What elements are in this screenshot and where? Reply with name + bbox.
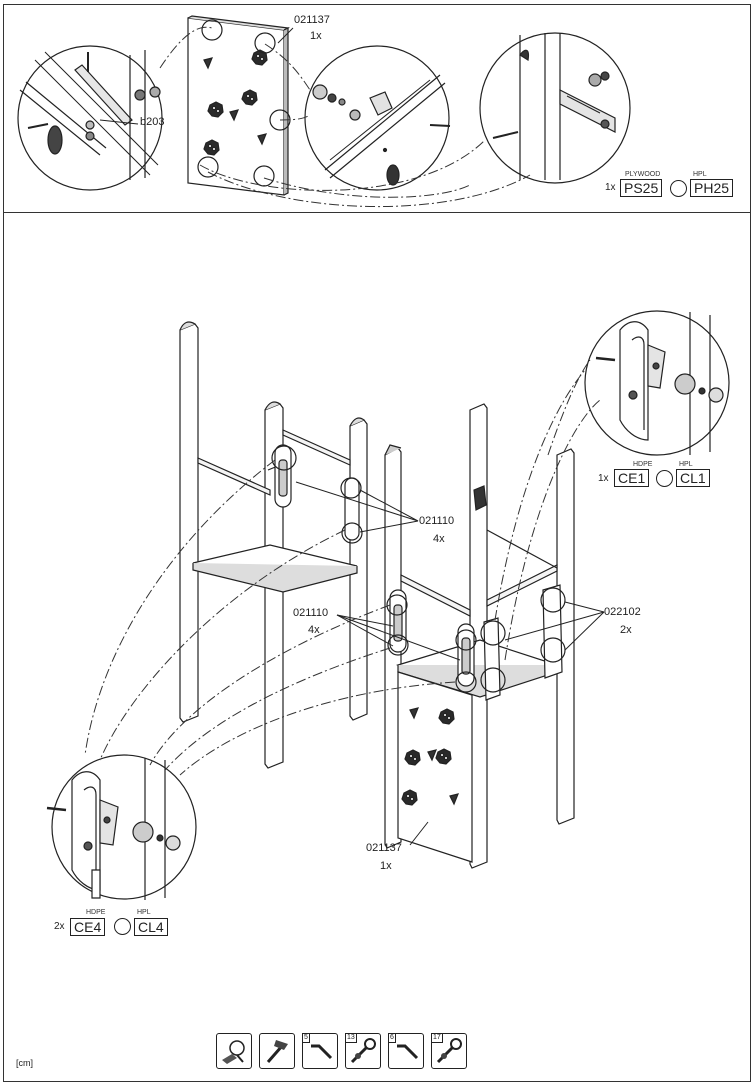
callout-021110-upper-code: 021110 [419, 515, 455, 527]
callout-021137-main-qty: 1x [380, 860, 392, 872]
material-code-cl1: CL1 [676, 469, 710, 487]
page-frame [3, 4, 751, 1082]
callout-021110-upper-qty: 4x [433, 533, 445, 545]
climbing-panel-top [187, 15, 291, 196]
tool-size-6: 6 [388, 1033, 396, 1043]
leader-b203 [99, 119, 139, 125]
material-choice-circle-left [114, 918, 131, 935]
callout-leaders [295, 481, 605, 846]
material-code-ce1: CE1 [614, 469, 650, 487]
tool-size-5: 5 [302, 1033, 310, 1043]
connector-lines-main [84, 359, 601, 776]
bolt-label-b203: b203 [140, 116, 165, 128]
part-label-021137-top: 021137 [294, 14, 330, 26]
socket-wrench-icon: 17 [431, 1033, 467, 1069]
panel-divider [3, 212, 751, 213]
tape-measure-icon [216, 1033, 252, 1069]
unit-label: [cm] [16, 1058, 33, 1068]
socket-wrench-icon: 13 [345, 1033, 381, 1069]
material-caption-hpl-top: HPL [693, 171, 707, 178]
frame-tower-left [179, 321, 368, 769]
material-qty-right: 1x [598, 473, 609, 484]
detail-circle-rail-bolt [479, 32, 631, 184]
material-qty-left: 2x [54, 921, 65, 932]
material-code-ce4: CE4 [70, 918, 106, 936]
material-caption-hdpe-right: HDPE [633, 461, 653, 468]
material-choice-circle [670, 180, 687, 197]
material-code-ps25: PS25 [620, 179, 663, 197]
callout-022102-qty: 2x [620, 624, 632, 636]
material-caption-plywood: PLYWOOD [625, 171, 661, 178]
material-caption-hpl-left: HPL [137, 909, 151, 916]
leader-021137-top [277, 27, 294, 44]
callout-022102-code: 022102 [604, 606, 641, 618]
part-qty-021137-top: 1x [310, 30, 322, 42]
callout-021110-lower-qty: 4x [308, 624, 320, 636]
callout-021110-lower-code: 021110 [293, 607, 329, 619]
material-code-ph25: PH25 [690, 179, 734, 197]
material-caption-hpl-right: HPL [679, 461, 693, 468]
material-qty-top: 1x [605, 182, 616, 193]
detail-circle-hold-fixing [304, 45, 451, 191]
hammer-icon [259, 1033, 295, 1069]
connector-lines-top [159, 26, 531, 208]
detail-circle-handle-left [46, 754, 197, 900]
frame-tower-right [384, 403, 575, 869]
detail-circle-handle-right [584, 310, 730, 456]
material-caption-hdpe-left: HDPE [86, 909, 106, 916]
hex-key-icon: 5 [302, 1033, 338, 1069]
material-code-cl4: CL4 [134, 918, 168, 936]
detail-circle-bolt-rail [17, 45, 163, 191]
tool-size-17: 17 [431, 1033, 443, 1043]
hex-key-icon: 6 [388, 1033, 424, 1069]
detail-markers-main [271, 445, 566, 693]
tool-size-13: 13 [345, 1033, 357, 1043]
callout-021137-main-code: 021137 [366, 842, 402, 854]
material-choice-circle-right [656, 470, 673, 487]
